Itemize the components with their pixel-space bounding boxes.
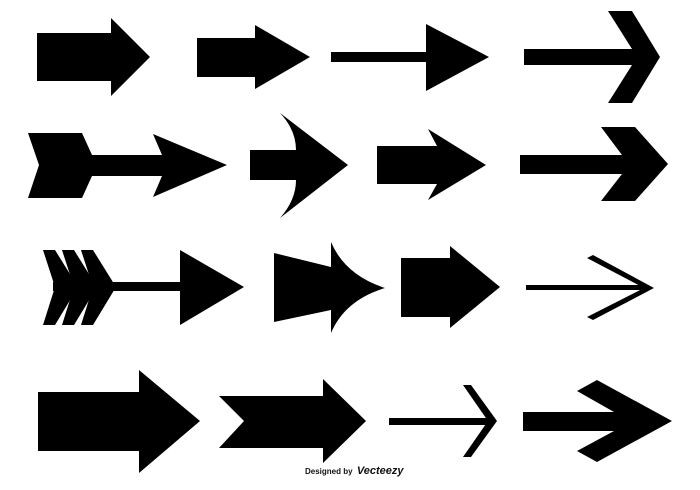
chevron-head-arrow-icon	[520, 127, 668, 201]
credit-line: Designed by Vecteezy	[305, 465, 404, 477]
notched-tail-arrow-icon	[28, 133, 227, 198]
block-arrow-short-icon	[197, 25, 310, 89]
large-block-arrow-icon	[38, 370, 200, 473]
swept-head-arrow-icon	[377, 129, 486, 200]
credit-brand: Vecteezy	[356, 465, 404, 477]
credit-prefix: Designed by	[305, 467, 353, 476]
tapered-curved-arrow-icon	[274, 242, 385, 333]
thick-chevron-head-icon	[524, 11, 660, 103]
swept-chevron-arrow-icon	[523, 380, 672, 462]
line-open-head-icon	[526, 255, 654, 320]
block-arrow-icon	[37, 18, 150, 96]
curved-head-arrow-icon	[250, 113, 348, 218]
line-chevron-head-icon	[389, 385, 497, 457]
pentagon-arrow-icon	[401, 246, 500, 328]
notched-block-arrow-icon	[219, 379, 366, 463]
thin-shaft-triangle-head-icon	[331, 24, 489, 91]
fletched-arrow-icon	[43, 250, 244, 325]
